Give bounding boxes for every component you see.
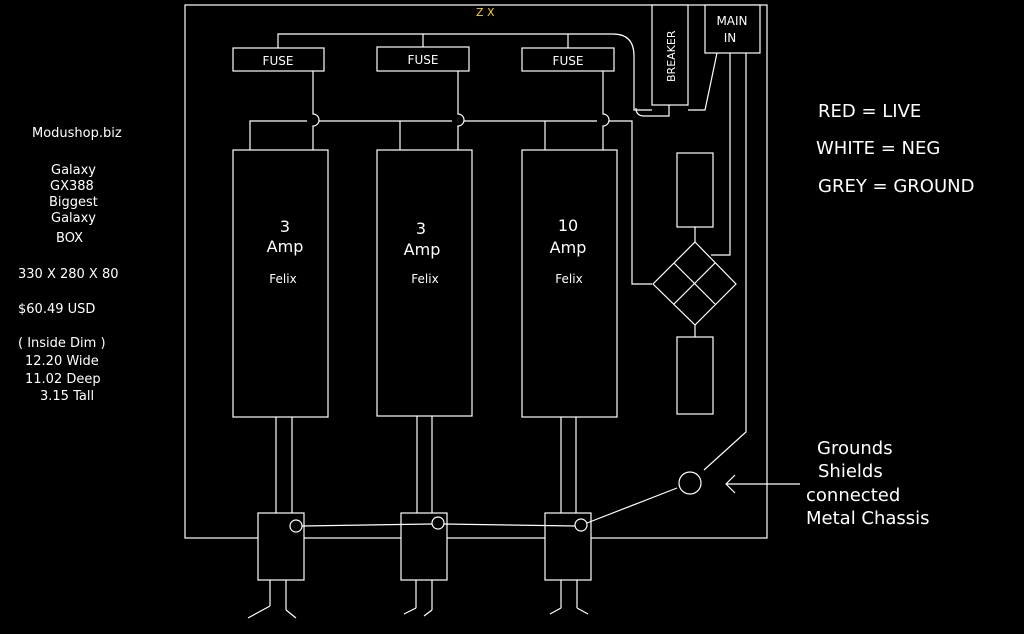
legend-neg: WHITE = NEG: [816, 138, 940, 159]
main-in-live-wire: [688, 52, 718, 111]
chassis-ground-point: [678, 471, 702, 495]
breaker-output-wire: [635, 105, 670, 117]
power-supply-2: 3 Amp Felix: [376, 149, 473, 417]
inside-dim-height: 3.15 Tall: [40, 389, 94, 404]
power-supply-3-amps: 10: [558, 216, 578, 235]
ground-link-2-3: [443, 523, 577, 527]
legend-ground: GREY = GROUND: [818, 176, 974, 197]
power-supply-1-unit: Amp: [267, 237, 304, 256]
power-supply-2-unit: Amp: [404, 240, 441, 259]
fuse-1-output-wire: [312, 71, 320, 150]
bridge-inner-2: [673, 262, 716, 305]
power-supply-3-body: [521, 149, 618, 418]
inside-dim-width: 12.20 Wide: [25, 354, 99, 369]
neutral-bus: [249, 120, 652, 285]
breaker-body: [651, 4, 689, 106]
fuse-3-label: FUSE: [553, 54, 584, 68]
fuse-3: FUSE: [521, 47, 615, 72]
outer-dimensions: 330 X 280 X 80: [18, 267, 119, 282]
ground-point-3: [574, 518, 588, 532]
ground-link-1-2: [301, 523, 433, 527]
enclosure-info: Modushop.biz Galaxy GX388 Biggest Galaxy…: [18, 126, 122, 404]
wire-color-legend: RED = LIVE WHITE = NEG GREY = GROUND: [816, 101, 974, 197]
ground-note-line-2: Shields: [818, 461, 883, 482]
axis-marks: Z X: [476, 6, 495, 19]
power-supply-2-maker: Felix: [411, 272, 438, 286]
power-supply-2-body: [376, 149, 473, 417]
output-cable-3: [560, 417, 577, 513]
power-supply-3-maker: Felix: [555, 272, 582, 286]
main-in-body: [704, 4, 761, 54]
model-line-3: Biggest: [49, 195, 98, 210]
ground-note-line-4: Metal Chassis: [806, 508, 930, 529]
fuse-1-label: FUSE: [263, 54, 294, 68]
power-supply-1-body: [232, 149, 329, 418]
filter-component-top: [676, 152, 714, 228]
main-in: MAIN IN: [704, 4, 761, 54]
ground-note: Grounds Shields connected Metal Chassis: [806, 438, 930, 529]
main-in-neutral-wire: [711, 53, 731, 256]
fuse-2-output-wire: [457, 71, 465, 150]
main-in-label-1: MAIN: [716, 14, 747, 28]
breaker-label: BREAKER: [665, 30, 678, 82]
inside-dim-depth: 11.02 Deep: [25, 372, 101, 387]
breaker: BREAKER: [651, 4, 689, 106]
model-line-5: BOX: [56, 231, 83, 246]
price: $60.49 USD: [18, 302, 95, 317]
model-line-4: Galaxy: [51, 211, 96, 226]
ground-note-arrow: [725, 474, 800, 494]
enclosure-outline: [184, 4, 768, 539]
main-in-label-2: IN: [724, 31, 737, 45]
fuse-1: FUSE: [232, 47, 325, 72]
power-supply-1: 3 Amp Felix: [232, 149, 329, 418]
fuse-3-body: [521, 47, 615, 72]
filter-component-bottom: [676, 336, 714, 415]
cable-tail-2: [403, 580, 433, 617]
legend-live: RED = LIVE: [818, 101, 921, 122]
fuse-1-body: [232, 47, 325, 72]
cable-tail-1: [247, 580, 297, 619]
fuse-feed-bus: [277, 33, 652, 111]
model-line-1: Galaxy: [51, 163, 96, 178]
power-supply-1-maker: Felix: [269, 272, 296, 286]
ground-point-2: [431, 516, 445, 530]
output-cable-1: [275, 417, 293, 513]
main-in-ground-wire: [703, 53, 747, 471]
fuse-2-label: FUSE: [408, 53, 439, 67]
ground-link-to-chassis: [586, 487, 678, 524]
power-supply-1-amps: 3: [280, 217, 290, 236]
ground-note-line-1: Grounds: [817, 438, 893, 459]
ground-note-line-3: connected: [806, 485, 900, 506]
power-supply-3: 10 Amp Felix: [521, 149, 618, 418]
ground-point-1: [289, 519, 303, 533]
fuse-2-body: [376, 46, 470, 72]
fuse-2: FUSE: [376, 46, 470, 72]
power-supply-3-unit: Amp: [550, 238, 587, 257]
model-line-2: GX388: [50, 179, 94, 194]
power-supply-2-amps: 3: [416, 219, 426, 238]
fuse-3-output-wire: [602, 71, 610, 150]
cable-tail-3: [549, 580, 589, 615]
inside-dim-title: ( Inside Dim ): [18, 336, 106, 351]
output-cable-2: [416, 416, 433, 513]
site-name: Modushop.biz: [32, 126, 122, 141]
